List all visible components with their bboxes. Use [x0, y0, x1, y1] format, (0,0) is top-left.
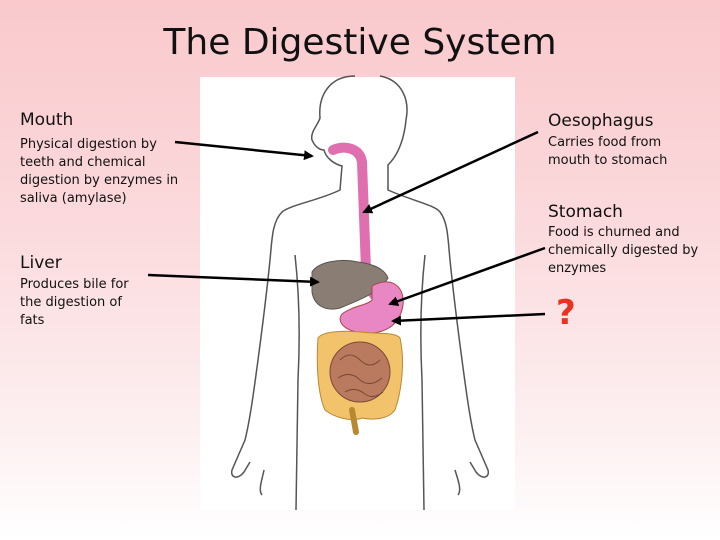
oesophagus-description: Carries food from mouth to stomach: [548, 135, 668, 168]
stomach-description: Food is churned and chemically digested …: [548, 225, 699, 276]
page-title: The Digestive System: [163, 22, 557, 63]
question-arrow: [391, 312, 546, 326]
mouth-arrow: [174, 140, 314, 161]
oesophagus-arrow: [362, 130, 539, 214]
stomach-arrow: [388, 246, 546, 306]
liver-arrow: [147, 273, 320, 287]
body-outline: [230, 75, 490, 511]
rectum-shape: [349, 407, 359, 435]
unknown-organ-question-mark: ?: [556, 293, 576, 333]
stomach-heading: Stomach: [548, 202, 623, 222]
mouth-heading: Mouth: [20, 110, 74, 130]
oesophagus-heading: Oesophagus: [548, 111, 654, 131]
liver-shape: [311, 259, 389, 310]
mouth-description: Physical digestion by teeth and chemical…: [20, 137, 179, 206]
liver-heading: Liver: [20, 253, 62, 273]
liver-description: Produces bile for the digestion of fats: [20, 277, 129, 328]
small-intestine-shape: [329, 341, 391, 403]
